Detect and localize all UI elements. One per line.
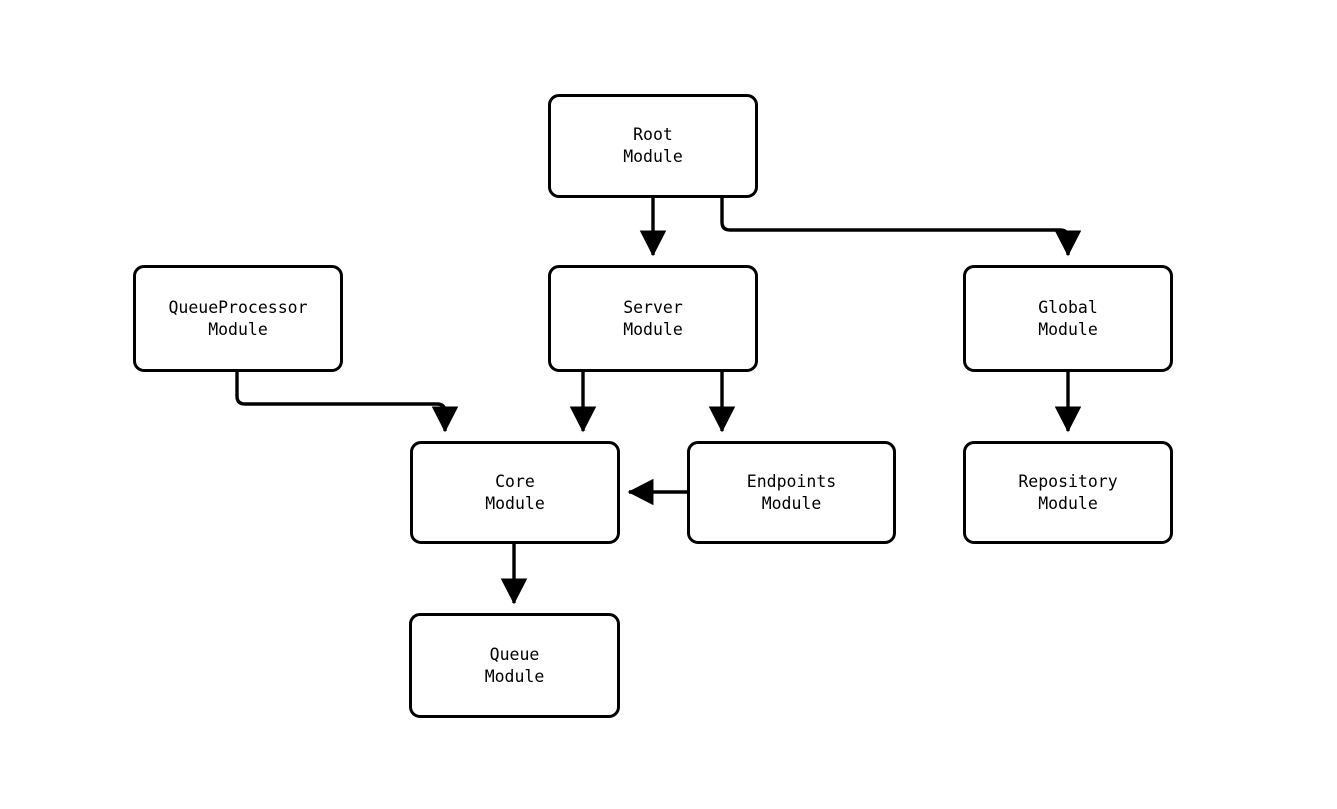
node-queue-title: Queue [489, 644, 540, 664]
node-queueprocessor-subtitle: Module [208, 319, 268, 339]
node-server-title: Server [623, 297, 683, 317]
edge-root-to-global [720, 198, 1082, 257]
node-core-subtitle: Module [485, 493, 545, 513]
node-repository-title: Repository [1018, 471, 1118, 491]
edge-queueprocessor-to-core [235, 372, 459, 433]
node-global-subtitle: Module [1038, 319, 1098, 339]
node-core-title: Core [495, 471, 535, 491]
node-root-title: Root [633, 125, 673, 144]
edges-group [235, 198, 1082, 605]
node-queue-subtitle: Module [484, 666, 545, 686]
node-repository-subtitle: Module [1038, 493, 1098, 513]
node-queueprocessor-title: QueueProcessor [168, 297, 308, 317]
node-endpoints-title: Endpoints [746, 471, 837, 491]
node-root-subtitle: Module [623, 147, 683, 166]
node-endpoints-subtitle: Module [761, 493, 822, 513]
node-global-title: Global [1038, 297, 1098, 317]
node-server-subtitle: Module [623, 319, 683, 339]
